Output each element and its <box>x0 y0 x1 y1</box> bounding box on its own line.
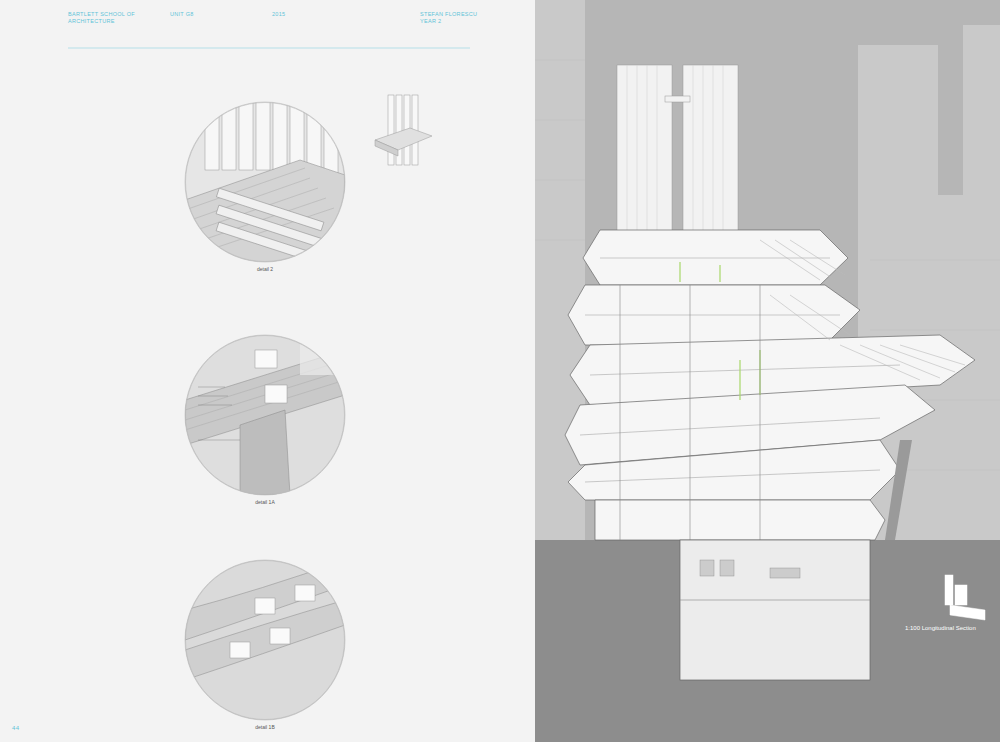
circle-outline <box>185 335 345 495</box>
unit-name: UNIT G8 <box>170 11 230 18</box>
school-name: BARTLETT SCHOOL OF ARCHITECTURE <box>68 11 148 25</box>
detail-caption: detail 1B <box>185 724 345 730</box>
author-name: STEFAN FLORESCU <box>420 11 500 18</box>
circle-outline <box>185 560 345 720</box>
study-year: YEAR 2 <box>420 18 480 25</box>
section-title: 1:100 Longitudinal Section <box>905 625 976 631</box>
year-text: 2015 <box>272 11 312 18</box>
detail-circle: detail 2 <box>185 102 345 276</box>
page-number: 44 <box>12 725 42 733</box>
detail-circle: detail 1B <box>185 560 345 734</box>
detail-circle: detail 1A <box>185 335 345 509</box>
detail-caption: detail 2 <box>185 266 345 272</box>
circle-outline <box>185 102 345 262</box>
detail-caption: detail 1A <box>185 499 345 505</box>
